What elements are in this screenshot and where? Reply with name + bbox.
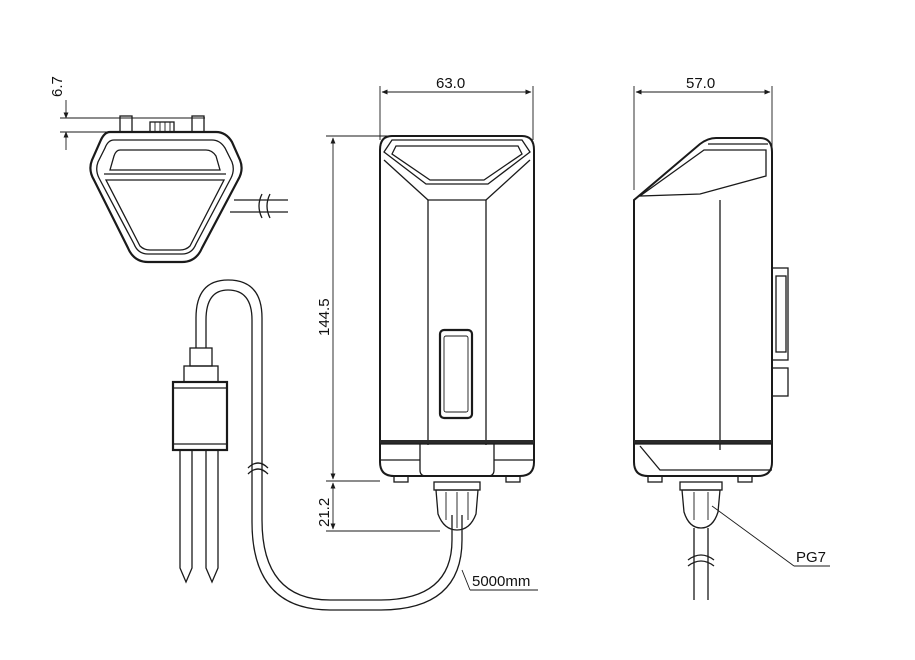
front-view: 63.0 144.5 21.2 bbox=[316, 75, 535, 532]
side-view: 57.0 PG7 bbox=[633, 75, 830, 600]
dim-side-width: 57.0 bbox=[686, 75, 715, 92]
dim-cable-length: 5000mm bbox=[472, 573, 530, 590]
probe-with-cable: 5000mm bbox=[171, 279, 538, 611]
dim-top-view-height: 6.7 bbox=[49, 76, 66, 97]
dim-front-width: 63.0 bbox=[436, 75, 465, 92]
dim-gland-height: 21.2 bbox=[316, 498, 333, 527]
top-view: 6.7 bbox=[49, 76, 288, 264]
label-gland-type: PG7 bbox=[796, 549, 826, 566]
dim-body-height: 144.5 bbox=[316, 298, 333, 336]
